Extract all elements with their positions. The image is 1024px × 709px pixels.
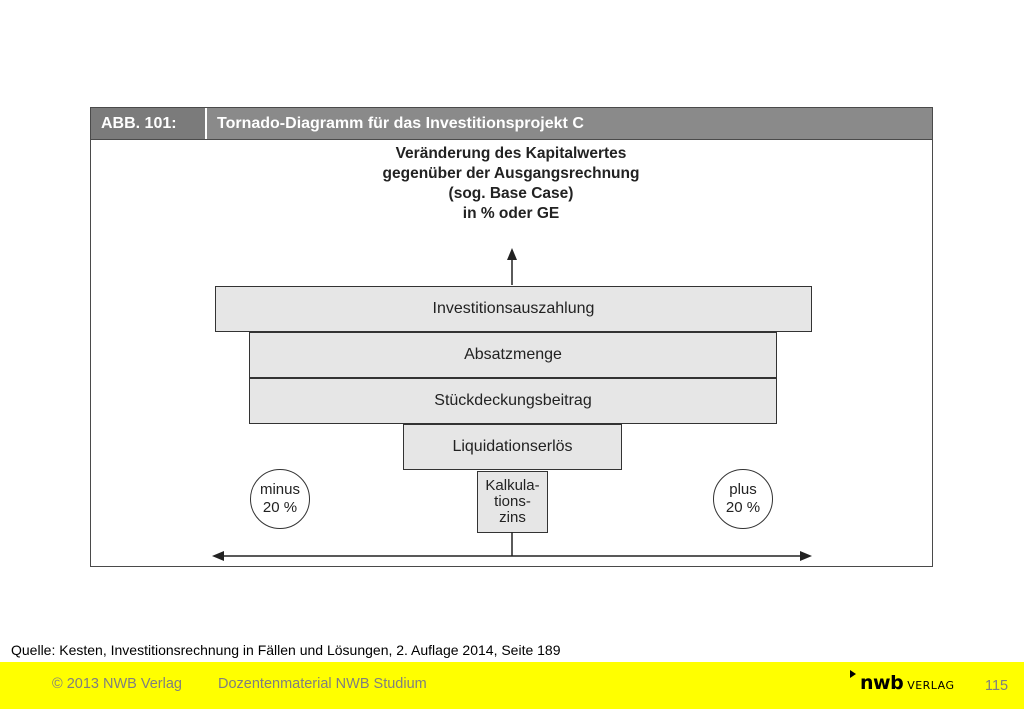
logo-arrow-icon <box>850 670 856 678</box>
source-citation: Quelle: Kesten, Investitionsrechnung in … <box>11 642 561 658</box>
plus-label-line: 20 % <box>725 499 761 516</box>
page-number: 115 <box>985 678 1009 694</box>
footer-bar: © 2013 NWB Verlag Dozentenmaterial NWB S… <box>0 662 1024 709</box>
logo-main-text: nwb <box>860 672 904 694</box>
right-arrow-head <box>800 551 812 561</box>
figure-frame: ABB. 101: Tornado-Diagramm für das Inves… <box>90 107 933 567</box>
figure-title: Tornado-Diagramm für das Investitionspro… <box>217 115 584 132</box>
bar-label-line: tions- <box>494 493 531 510</box>
nwb-logo: nwb VERLAG <box>850 670 955 696</box>
logo-sub-text: VERLAG <box>907 679 955 692</box>
axis-caption-line: gegenüber der Ausgangsrechnung <box>382 165 640 182</box>
plus-label-line: plus <box>729 481 757 498</box>
bar-kalkulationszins: Kalkula- tions- zins <box>477 471 548 533</box>
left-arrow-head <box>212 551 224 561</box>
footer-material: Dozentenmaterial NWB Studium <box>218 676 427 692</box>
axis-caption: Veränderung des Kapitalwertes gegenüber … <box>321 144 701 224</box>
bar-label-line: zins <box>499 509 526 526</box>
axis-caption-line: Veränderung des Kapitalwertes <box>395 145 627 162</box>
bar-investitionsauszahlung: Investitionsauszahlung <box>215 286 812 332</box>
bar-label: Stückdeckungsbeitrag <box>434 392 592 409</box>
axis-caption-line: in % oder GE <box>462 205 560 222</box>
up-arrow-head <box>507 248 517 260</box>
bar-absatzmenge: Absatzmenge <box>249 332 777 378</box>
bar-liquidationserloes: Liquidationserlös <box>403 424 622 470</box>
bar-label: Investitionsauszahlung <box>432 300 595 317</box>
minus-circle: minus 20 % <box>250 469 310 529</box>
axis-caption-line: (sog. Base Case) <box>448 185 574 202</box>
footer-copyright: © 2013 NWB Verlag <box>52 676 182 692</box>
bar-label: Liquidationserlös <box>452 438 573 455</box>
bar-label-line: Kalkula- <box>485 477 540 494</box>
bar-stueckdeckungsbeitrag: Stückdeckungsbeitrag <box>249 378 777 424</box>
bar-label: Absatzmenge <box>464 346 562 363</box>
figure-label: ABB. 101: <box>91 108 207 139</box>
figure-header: ABB. 101: Tornado-Diagramm für das Inves… <box>91 108 932 140</box>
plus-circle: plus 20 % <box>713 469 773 529</box>
minus-label-line: 20 % <box>262 499 298 516</box>
minus-label-line: minus <box>259 481 300 498</box>
